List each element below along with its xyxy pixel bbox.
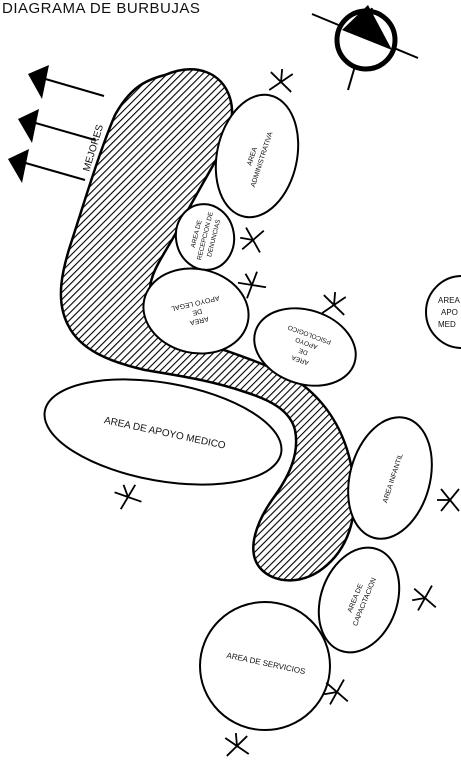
svg-text:DE: DE [191,307,202,316]
svg-text:AREA: AREA [438,296,460,305]
svg-text:MED: MED [438,320,456,329]
bubble-apoyo-psicologico: AREA DE APOYO PSICOLOGICO [253,307,357,387]
bubble-infantil: AREA INFANTIL [347,416,433,540]
svg-text:DE: DE [297,346,309,356]
view-arrow-icon [8,65,105,183]
bubble-servicios: AREA DE SERVICIOS [199,601,331,731]
svg-text:AREA: AREA [189,315,209,326]
diagram-title: DIAGRAMA DE BURBUJAS [2,0,200,17]
svg-text:APO: APO [441,308,458,317]
bubble-capacitacion: AREA DE CAPACITACION [317,546,401,654]
bubble-recepcion-denuncias: AREA DE RECEPCION DE DENUNCIAS [174,203,236,271]
bubble-partial-medico: AREA APO MED [425,275,461,349]
north-arrow-icon [311,5,419,91]
bubble-apoyo-medico: AREA DE APOYO MEDICO [43,378,283,486]
bubble-apoyo-legal: AREA DE APOYO LEGAL [142,267,250,355]
bubble-administrativa: AREA ADMINISTRATIVA [214,93,300,219]
